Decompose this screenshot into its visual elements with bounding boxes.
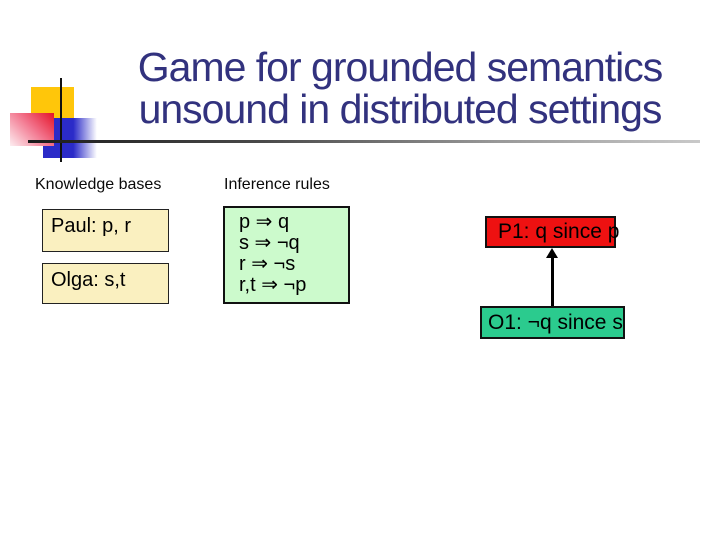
rule-line: p ⇒ q xyxy=(239,211,290,233)
section-label-inference-rules: Inference rules xyxy=(224,176,330,193)
rule-line: r ⇒ ¬s xyxy=(239,253,296,275)
kb-box-olga: Olga: s,t xyxy=(42,263,169,304)
kb-box-paul: Paul: p, r xyxy=(42,209,169,252)
argument-box-o1: O1: ¬q since s xyxy=(480,306,625,339)
argument-box-p1: P1: q since p xyxy=(485,216,619,248)
slide-title-line1: Game for grounded semantics xyxy=(137,44,664,90)
section-label-knowledge-bases: Knowledge bases xyxy=(35,176,162,193)
title-divider-line xyxy=(28,140,700,143)
slide-title: Game for grounded semantics unsound in d… xyxy=(90,46,710,130)
arrow-shaft xyxy=(551,256,554,306)
rule-line: s ⇒ ¬q xyxy=(239,232,300,254)
arrow-up-icon xyxy=(546,248,558,258)
rule-line: r,t ⇒ ¬p xyxy=(239,274,307,296)
inference-rules-box: p ⇒ q s ⇒ ¬q r ⇒ ¬s r,t ⇒ ¬p xyxy=(223,206,350,304)
slide-title-line2: unsound in distributed settings xyxy=(138,86,663,132)
decor-vertical-line xyxy=(60,78,62,162)
